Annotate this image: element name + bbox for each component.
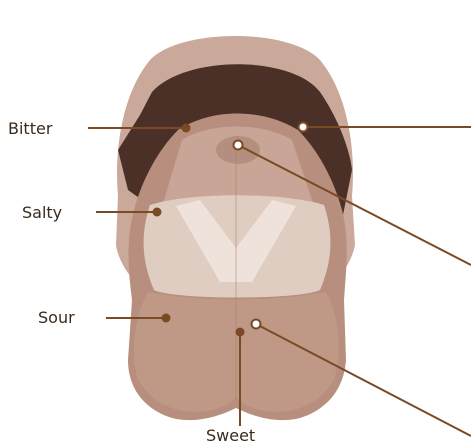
center-dot <box>234 141 243 150</box>
sweet-label: Sweet <box>206 426 255 445</box>
sweet-right-dot <box>252 320 261 329</box>
sour-dot <box>162 314 171 323</box>
bitter-label: Bitter <box>8 119 53 138</box>
bitter-right-dot <box>299 123 308 132</box>
bitter-left-dot <box>182 124 191 133</box>
salty-label: Salty <box>22 203 62 222</box>
sweet-dot <box>236 328 245 337</box>
salty-dot <box>153 208 162 217</box>
sour-label: Sour <box>38 308 75 327</box>
tongue-pale-band <box>144 195 331 297</box>
